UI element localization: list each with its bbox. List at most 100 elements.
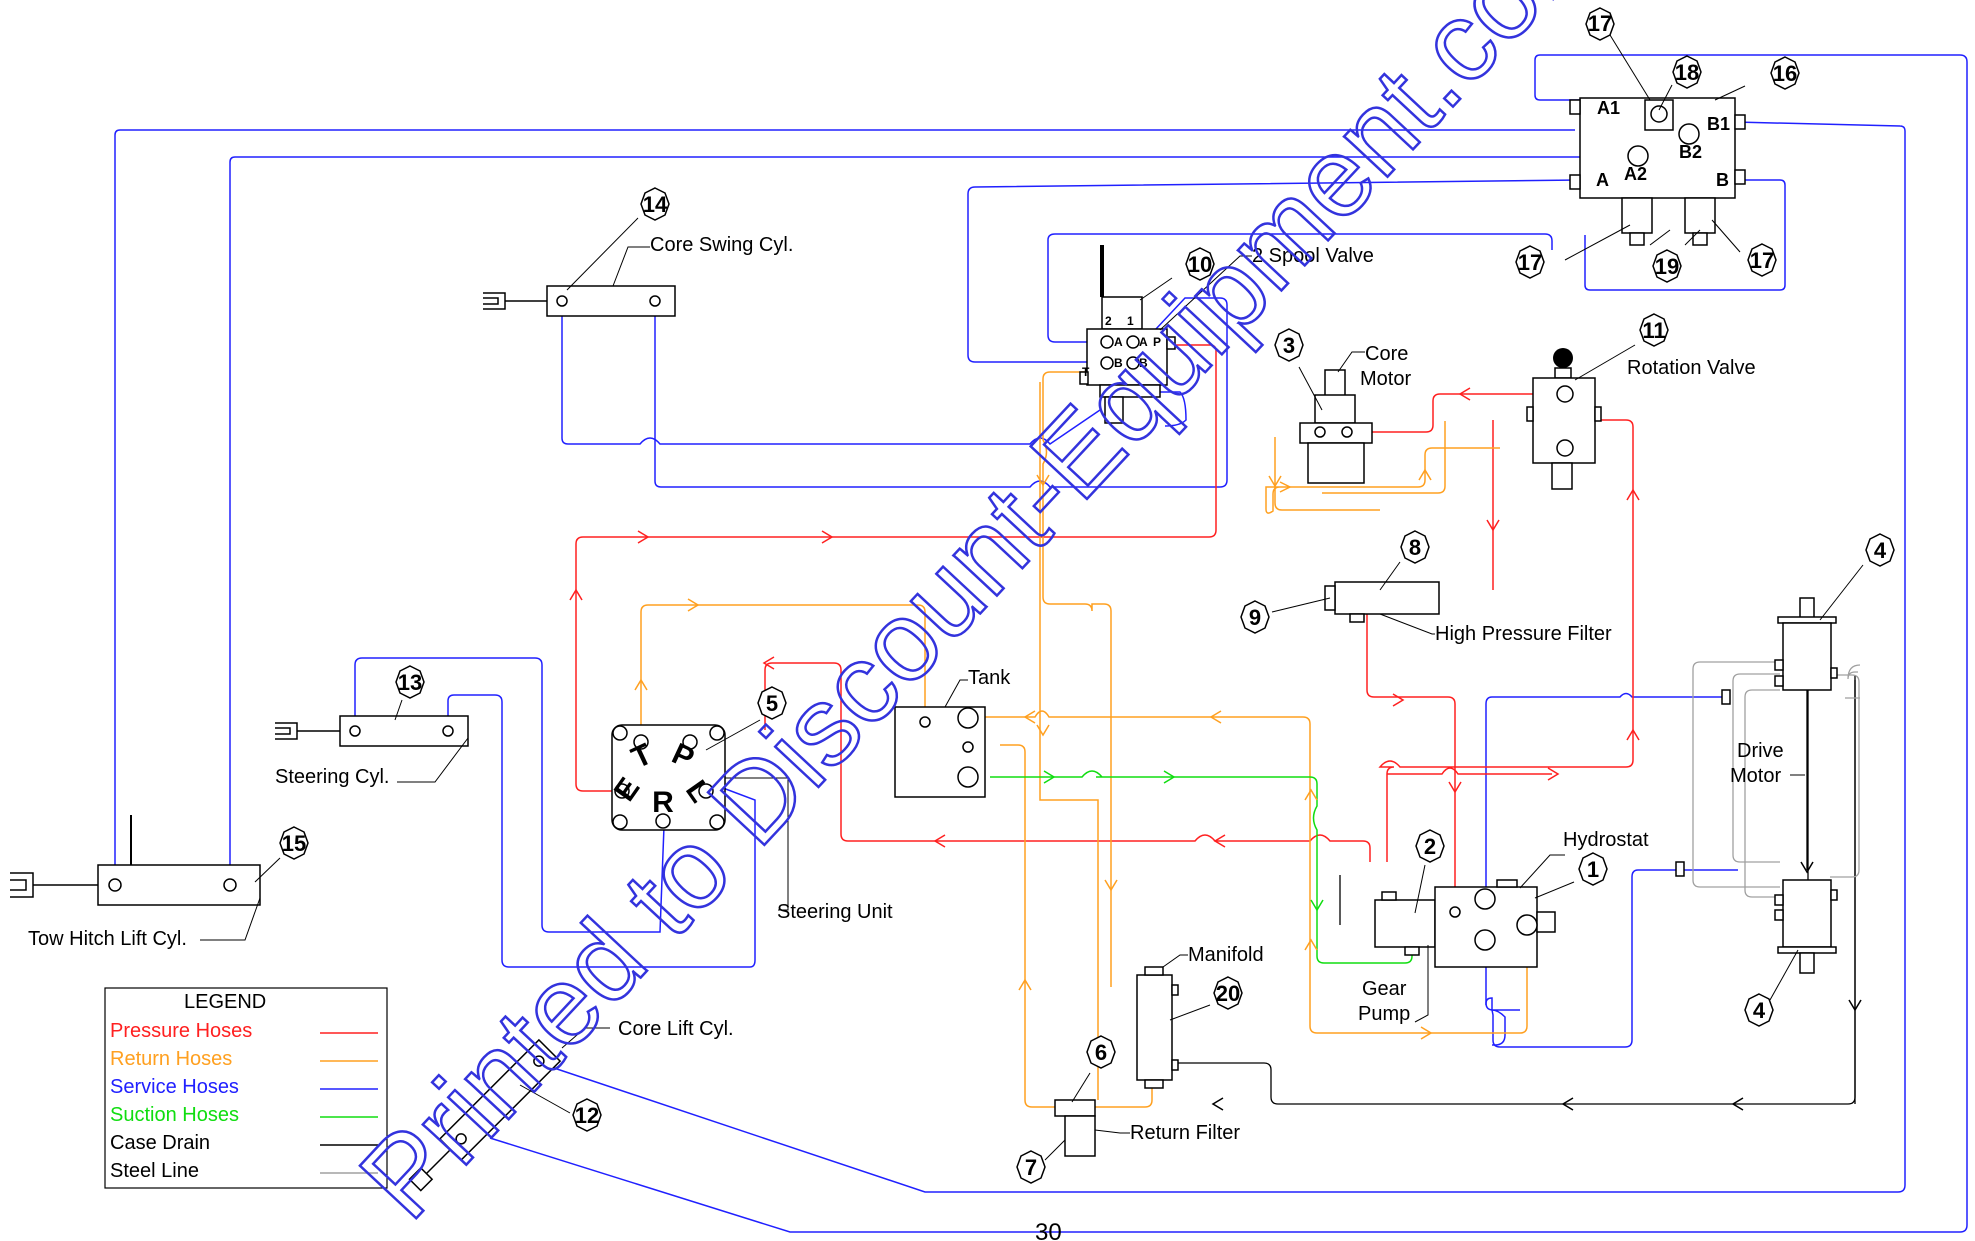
page-number: 30 bbox=[1035, 1219, 1062, 1241]
rotation-valve-11 bbox=[1526, 348, 1602, 490]
gear-pump-label-2: Pump bbox=[1358, 1003, 1410, 1025]
svg-text:20: 20 bbox=[1216, 981, 1240, 1006]
return-hoses bbox=[640, 371, 1528, 1108]
callout-6: 6 bbox=[1071, 1035, 1116, 1103]
callout-20: 20 Manifold bbox=[1162, 944, 1264, 1021]
gear-pump-2 bbox=[1374, 891, 1436, 956]
drive-motor-bottom-4 bbox=[1675, 689, 1838, 974]
tow-hitch-label: Tow Hitch Lift Cyl. bbox=[28, 928, 187, 950]
steering-unit-5: T P E L R bbox=[608, 724, 726, 831]
svg-text:10: 10 bbox=[1188, 252, 1212, 277]
svg-text:5: 5 bbox=[766, 691, 778, 716]
drive-motor-label-2: Motor bbox=[1730, 765, 1781, 787]
spool-port-t: T bbox=[1082, 365, 1090, 379]
core-swing-label: Core Swing Cyl. bbox=[650, 234, 793, 256]
hydrostat-1 bbox=[1434, 879, 1556, 968]
callout-18: 18 bbox=[1658, 55, 1702, 111]
svg-text:13: 13 bbox=[398, 670, 422, 695]
callout-17-top: 17 bbox=[1585, 7, 1651, 101]
spool-port-a1: A bbox=[1114, 335, 1123, 349]
callout-4-bottom: 4 bbox=[1744, 949, 1799, 1027]
callout-17-right: 17 bbox=[1711, 219, 1777, 277]
callout-tank: Tank bbox=[944, 667, 1011, 708]
svg-text:15: 15 bbox=[282, 831, 306, 856]
high-pressure-filter-label: High Pressure Filter bbox=[1435, 623, 1612, 645]
callout-4-top: 4 bbox=[1819, 533, 1895, 621]
rotation-valve-label: Rotation Valve bbox=[1627, 357, 1756, 379]
callout-2: 2 Gear Pump bbox=[1358, 829, 1445, 1025]
valve-block-16: A1 B1 A2 B2 A B bbox=[1569, 97, 1746, 246]
steel-lines bbox=[1692, 661, 1861, 898]
callout-11: 11 Rotation Valve bbox=[1574, 313, 1756, 381]
core-swing-cylinder-14 bbox=[483, 285, 676, 317]
callout-13: 13 Steering Cyl. bbox=[275, 665, 469, 788]
flow-arrows bbox=[569, 387, 1862, 1111]
svg-text:4: 4 bbox=[1874, 538, 1887, 563]
port-a1-label: A1 bbox=[1597, 98, 1620, 118]
manifold-20 bbox=[1136, 966, 1179, 1089]
port-b1-label: B1 bbox=[1707, 114, 1730, 134]
legend-item-label: Service Hoses bbox=[110, 1076, 239, 1098]
callout-12: 12 Core Lift Cyl. bbox=[519, 1018, 734, 1132]
tank bbox=[894, 706, 986, 798]
port-b2-label: B2 bbox=[1679, 142, 1702, 162]
svg-text:4: 4 bbox=[1753, 998, 1766, 1023]
drive-motor-label-1: Drive bbox=[1737, 740, 1784, 762]
svg-text:11: 11 bbox=[1642, 318, 1665, 343]
steering-unit-label: Steering Unit bbox=[777, 901, 893, 923]
case-drain-lines bbox=[1177, 675, 1856, 1105]
callout-3: 3 Core Motor bbox=[1274, 328, 1411, 411]
svg-text:19: 19 bbox=[1655, 254, 1679, 279]
svg-text:16: 16 bbox=[1773, 61, 1797, 86]
tow-hitch-cylinder-15 bbox=[10, 815, 261, 906]
svg-text:14: 14 bbox=[643, 192, 668, 217]
core-motor-label-2: Motor bbox=[1360, 368, 1411, 390]
spool-2-label: 2 bbox=[1105, 314, 1112, 328]
drive-motor-top-4 bbox=[1774, 597, 1838, 691]
svg-text:1: 1 bbox=[1587, 857, 1599, 882]
callouts: 17 18 16 17 19 17 bbox=[28, 7, 1895, 1184]
svg-text:18: 18 bbox=[1675, 60, 1699, 85]
callout-drive-motor: Drive Motor bbox=[1730, 740, 1805, 787]
callout-15: 15 Tow Hitch Lift Cyl. bbox=[28, 826, 309, 950]
spool-1-label: 1 bbox=[1127, 314, 1134, 328]
gear-pump-label-1: Gear bbox=[1362, 978, 1407, 1000]
return-filter-label: Return Filter bbox=[1130, 1122, 1240, 1144]
svg-text:17: 17 bbox=[1750, 248, 1774, 273]
svg-text:17: 17 bbox=[1518, 250, 1542, 275]
svg-text:12: 12 bbox=[575, 1103, 599, 1128]
callout-10: 10 2 Spool Valve bbox=[1139, 245, 1374, 331]
callout-17-left: 17 bbox=[1515, 224, 1631, 279]
legend-item-label: Return Hoses bbox=[110, 1048, 232, 1070]
spool-port-a2: A bbox=[1139, 335, 1148, 349]
svg-text:8: 8 bbox=[1409, 535, 1421, 560]
hydrostat-label: Hydrostat bbox=[1563, 829, 1649, 851]
legend-item-label: Suction Hoses bbox=[110, 1104, 239, 1126]
spool-valve-10: 2 1 A A B B P T bbox=[1079, 245, 1176, 424]
legend-item-label: Pressure Hoses bbox=[110, 1020, 252, 1042]
callout-5: 5 Steering Unit bbox=[705, 686, 893, 923]
core-motor-3 bbox=[1299, 369, 1373, 484]
callout-9: 9 bbox=[1240, 597, 1331, 634]
callout-1: 1 Hydrostat bbox=[1519, 829, 1649, 899]
svg-text:17: 17 bbox=[1588, 11, 1612, 36]
tank-label: Tank bbox=[968, 667, 1011, 689]
service-hoses bbox=[114, 54, 1968, 1233]
legend-item-label: Steel Line bbox=[110, 1160, 199, 1182]
callout-19: 19 bbox=[1649, 229, 1701, 283]
svg-text:2: 2 bbox=[1424, 834, 1436, 859]
callout-16: 16 bbox=[1714, 56, 1800, 101]
svg-text:6: 6 bbox=[1095, 1040, 1107, 1065]
svg-text:7: 7 bbox=[1025, 1155, 1037, 1180]
port-a2-label: A2 bbox=[1624, 164, 1647, 184]
spool-port-b1: B bbox=[1114, 356, 1123, 370]
spool-port-p: P bbox=[1153, 335, 1161, 349]
steering-cylinder-13 bbox=[275, 715, 469, 747]
spool-valve-label: 2 Spool Valve bbox=[1252, 245, 1374, 267]
port-a-label: A bbox=[1596, 170, 1609, 190]
legend-title: LEGEND bbox=[184, 991, 266, 1013]
core-motor-label-1: Core bbox=[1365, 343, 1408, 365]
pressure-hoses bbox=[575, 344, 1634, 900]
